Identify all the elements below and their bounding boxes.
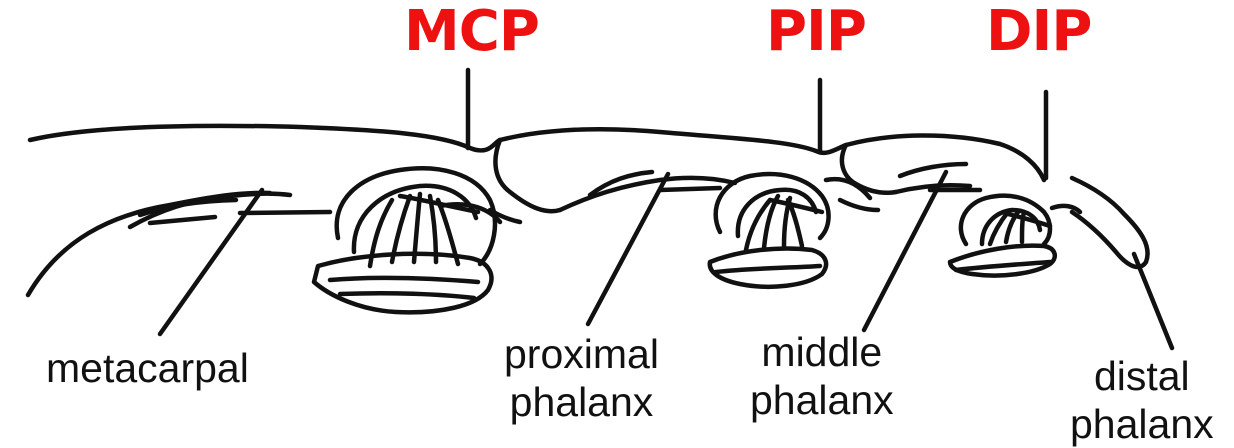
proximal-phalanx-label-line1: proximal (504, 331, 659, 377)
metacarpal-bone (127, 191, 333, 230)
distal-phalanx-label-line2: phalanx (1070, 401, 1214, 447)
distal-phalanx-label: distal phalanx (1070, 352, 1214, 448)
proximal-phalanx-label-line2: phalanx (509, 379, 654, 425)
pip-joint (707, 171, 873, 290)
metacarpal-label: metacarpal (46, 344, 249, 392)
proximal-phalanx-label: proximal phalanx (504, 330, 659, 426)
proximal-leader-line (585, 171, 671, 327)
dip-joint (947, 193, 1083, 278)
middle-phalanx-label: middle phalanx (750, 328, 894, 424)
proximal-phalanx-base (487, 137, 563, 225)
finger-dorsal-outline (27, 123, 1047, 183)
middle-phalanx-bone (837, 142, 983, 213)
distal-leader-line (1131, 251, 1175, 351)
pip-label: PIP (766, 0, 867, 64)
dip-label: DIP (986, 0, 1092, 64)
distal-phalanx-label-line1: distal (1093, 353, 1190, 399)
mcp-joint (311, 166, 503, 315)
finger-palmar-outline (25, 190, 273, 298)
middle-phalanx-label-line2: phalanx (750, 377, 894, 423)
proximal-phalanx-bone (557, 169, 738, 213)
metacarpal-leader-line (157, 187, 265, 337)
finger-tip-outline (1069, 175, 1150, 270)
middle-leader-line (861, 169, 949, 333)
mcp-label: MCP (404, 0, 540, 64)
metacarpal-label-text: metacarpal (46, 345, 249, 391)
middle-phalanx-label-line1: middle (761, 329, 883, 375)
